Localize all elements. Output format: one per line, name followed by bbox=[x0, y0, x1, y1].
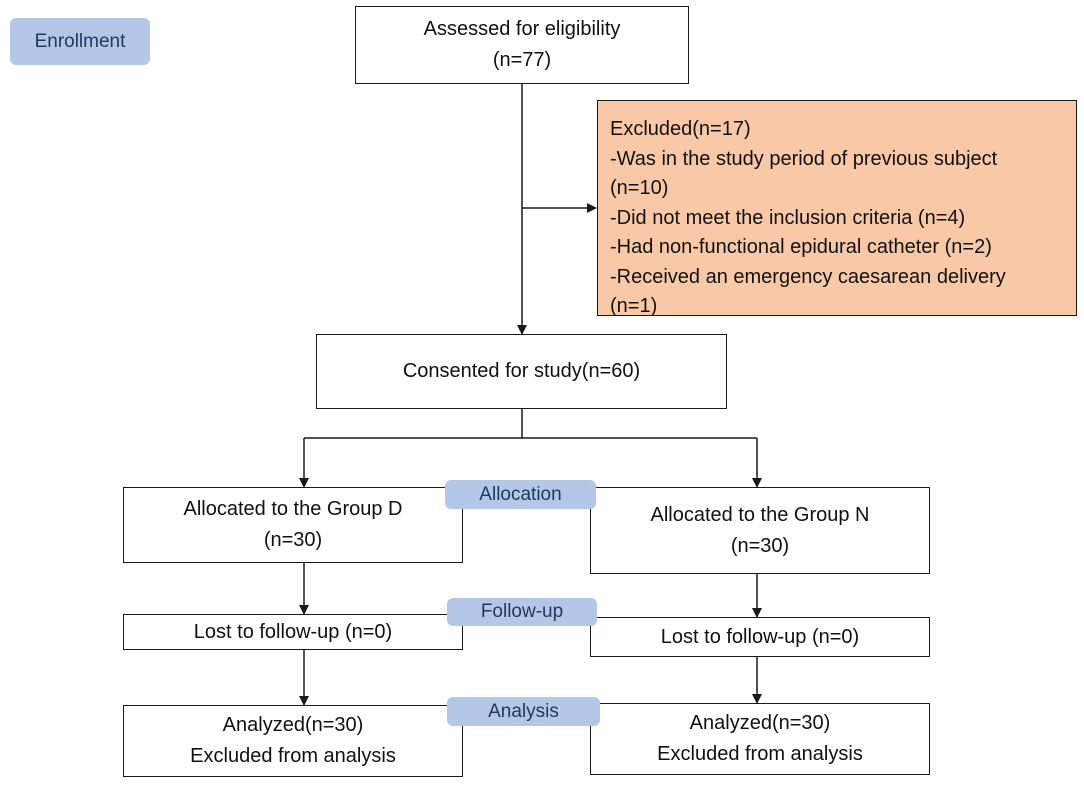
group-d-analyzed-box: Analyzed(n=30) Excluded from analysis bbox=[123, 705, 463, 777]
assessed-for-eligibility-box: Assessed for eligibility (n=77) bbox=[355, 6, 689, 84]
excluded-line: -Did not meet the inclusion criteria (n=… bbox=[610, 206, 966, 229]
group-d-allocated-label: Allocated to the Group D bbox=[183, 498, 403, 520]
assessed-count: (n=77) bbox=[492, 49, 552, 71]
phase-label-enrollment-text: Enrollment bbox=[34, 30, 126, 52]
phase-label-analysis-text: Analysis bbox=[488, 700, 559, 722]
phase-label-enrollment: Enrollment bbox=[10, 18, 150, 65]
excluded-line: Excluded(n=17) bbox=[610, 118, 751, 140]
group-d-analyzed-label: Analyzed(n=30) bbox=[222, 714, 364, 736]
phase-label-allocation-text: Allocation bbox=[479, 483, 562, 505]
group-n-allocated-box: Allocated to the Group N (n=30) bbox=[590, 487, 930, 574]
group-n-analyzed-box: Analyzed(n=30) Excluded from analysis bbox=[590, 703, 930, 775]
group-n-allocated-count: (n=30) bbox=[730, 534, 790, 557]
group-d-allocated-count: (n=30) bbox=[263, 529, 323, 551]
group-n-excluded-from-analysis: Excluded from analysis bbox=[657, 743, 863, 765]
excluded-box: Excluded(n=17) -Was in the study period … bbox=[597, 100, 1077, 317]
excluded-line: -Received an emergency caesarean deliver… bbox=[610, 265, 1006, 288]
excluded-line: -Was in the study period of previous sub… bbox=[610, 147, 998, 170]
group-d-lost-box: Lost to follow-up (n=0) bbox=[123, 614, 463, 650]
excluded-line: (n=10) bbox=[610, 177, 669, 199]
group-d-allocated-box: Allocated to the Group D (n=30) bbox=[123, 487, 463, 563]
group-n-allocated-label: Allocated to the Group N bbox=[650, 503, 870, 526]
excluded-line: -Had non-functional epidural catheter (n… bbox=[610, 236, 992, 258]
assessed-label: Assessed for eligibility bbox=[423, 18, 621, 40]
phase-label-followup: Follow-up bbox=[447, 598, 597, 626]
group-n-lost-box: Lost to follow-up (n=0) bbox=[590, 617, 930, 657]
group-d-lost-label: Lost to follow-up (n=0) bbox=[193, 620, 393, 643]
phase-label-allocation: Allocation bbox=[445, 480, 596, 509]
group-n-lost-label: Lost to follow-up (n=0) bbox=[660, 625, 860, 648]
group-n-analyzed-label: Analyzed(n=30) bbox=[689, 712, 831, 734]
phase-label-followup-text: Follow-up bbox=[480, 601, 564, 622]
excluded-line: (n=1) bbox=[610, 295, 658, 317]
consented-box: Consented for study(n=60) bbox=[316, 334, 727, 409]
group-d-excluded-from-analysis: Excluded from analysis bbox=[190, 745, 396, 767]
consented-label: Consented for study(n=60) bbox=[402, 360, 641, 382]
phase-label-analysis: Analysis bbox=[447, 697, 600, 726]
